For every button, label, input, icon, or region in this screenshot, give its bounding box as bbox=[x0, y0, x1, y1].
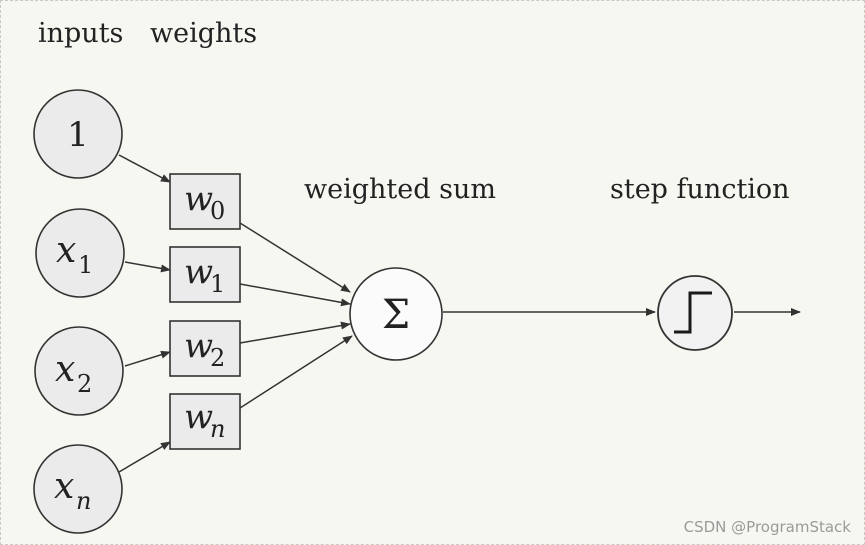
input-node-xn-base: x bbox=[54, 466, 74, 507]
input-node-x1: x 1 bbox=[35, 208, 125, 298]
step-function-icon bbox=[674, 291, 712, 334]
edge-input-n-to-weight-n bbox=[118, 441, 171, 473]
header-inputs: inputs bbox=[38, 18, 123, 49]
header-weights: weights bbox=[150, 18, 257, 49]
weight-w2-sub: 2 bbox=[210, 344, 225, 372]
input-node-x2-sub: 2 bbox=[77, 370, 92, 398]
header-step-function: step function bbox=[610, 174, 790, 205]
edge-weight-1-to-sum bbox=[239, 283, 351, 307]
edge-input-0-to-weight-0 bbox=[118, 154, 171, 183]
weight-w0-sub: 0 bbox=[210, 197, 225, 225]
weight-wn-sub: n bbox=[210, 415, 225, 443]
edge-weight-2-to-sum bbox=[239, 321, 351, 344]
edge-input-1-to-weight-1 bbox=[124, 261, 171, 273]
edge-input-2-to-weight-2 bbox=[124, 350, 171, 367]
edge-weight-0-to-sum bbox=[239, 222, 351, 293]
weight-w1-base: w bbox=[184, 252, 213, 292]
input-node-1: 1 bbox=[33, 89, 123, 179]
input-node-x1-base: x bbox=[56, 230, 76, 271]
watermark: CSDN @ProgramStack bbox=[683, 518, 851, 536]
weight-w2-base: w bbox=[184, 326, 213, 366]
weight-w1-sub: 1 bbox=[210, 270, 225, 298]
input-node-x2-base: x bbox=[55, 349, 75, 390]
input-node-xn: x n bbox=[33, 444, 123, 534]
input-node-xn-sub: n bbox=[76, 487, 91, 515]
header-weighted-sum: weighted sum bbox=[304, 174, 496, 205]
sum-symbol: Σ bbox=[382, 292, 410, 338]
input-node-x1-sub: 1 bbox=[78, 251, 93, 279]
weight-wn-base: w bbox=[184, 397, 213, 437]
edge-weight-n-to-sum bbox=[239, 335, 353, 409]
input-node-x2: x 2 bbox=[34, 326, 124, 416]
weight-box-wn: w n bbox=[169, 393, 241, 450]
weight-box-w0: w 0 bbox=[169, 173, 241, 230]
weight-box-w2: w 2 bbox=[169, 320, 241, 377]
weight-box-w1: w 1 bbox=[169, 246, 241, 303]
weight-w0-base: w bbox=[184, 179, 213, 219]
step-function-node bbox=[657, 275, 733, 351]
input-node-1-label: 1 bbox=[67, 115, 89, 155]
sum-node: Σ bbox=[349, 267, 443, 361]
